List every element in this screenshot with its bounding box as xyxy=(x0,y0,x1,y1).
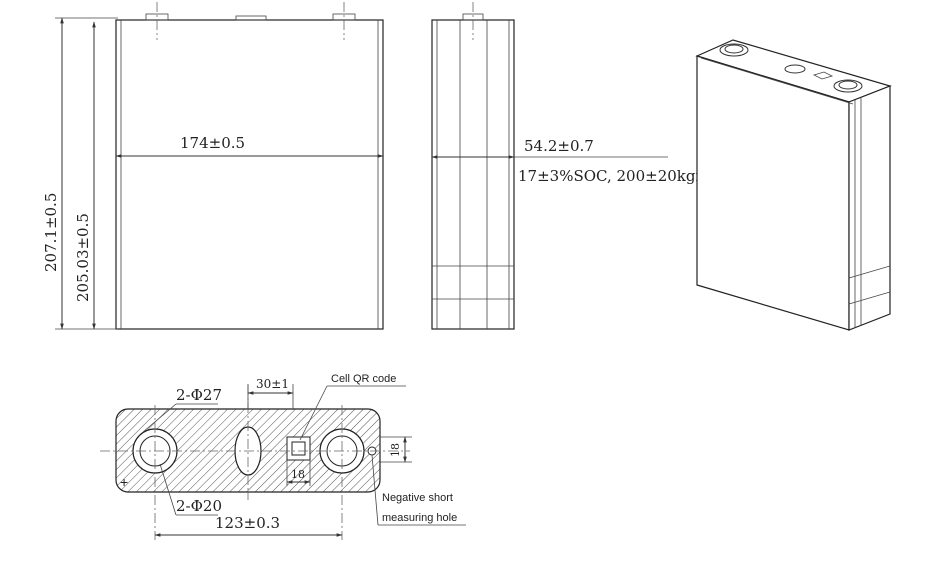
front-terminal-left xyxy=(145,13,169,21)
front-vent xyxy=(235,15,267,21)
side-thickness-label: 54.2±0.7 xyxy=(524,137,594,155)
hole-note-line2: measuring hole xyxy=(382,512,457,524)
small-hole-label: 2-Φ20 xyxy=(176,497,222,515)
isometric-view xyxy=(695,39,892,331)
qr-note: Cell QR code xyxy=(331,373,396,385)
front-view: 174±0.5 207.1±0.5 205.03±0.5 xyxy=(42,2,384,330)
front-body-height-label: 205.03±0.5 xyxy=(74,213,92,302)
iso-front-face xyxy=(696,55,850,331)
front-terminal-right xyxy=(332,13,356,21)
top-view: 2-Φ27 2-Φ20 30±1 18 18 123±0.3 + Cell QR… xyxy=(100,373,466,540)
positive-symbol: + xyxy=(120,474,128,490)
front-view-body xyxy=(115,19,384,330)
terminal-pitch-label: 123±0.3 xyxy=(215,514,280,532)
side-view-body xyxy=(431,19,515,330)
side-condition-label: 17±3%SOC, 200±20kgf xyxy=(518,167,702,185)
qr-height-label: 18 xyxy=(389,443,402,457)
qr-size-label: 18 xyxy=(291,468,305,481)
front-width-label: 174±0.5 xyxy=(180,134,245,152)
front-total-height-label: 207.1±0.5 xyxy=(42,193,60,272)
hole-note-line1: Negative short xyxy=(382,492,453,504)
side-terminal xyxy=(462,13,484,21)
vent-width-label: 30±1 xyxy=(256,377,289,391)
big-hole-label: 2-Φ27 xyxy=(176,386,222,404)
side-view: 54.2±0.7 17±3%SOC, 200±20kgf xyxy=(431,2,702,330)
qr-code-box xyxy=(286,436,311,461)
